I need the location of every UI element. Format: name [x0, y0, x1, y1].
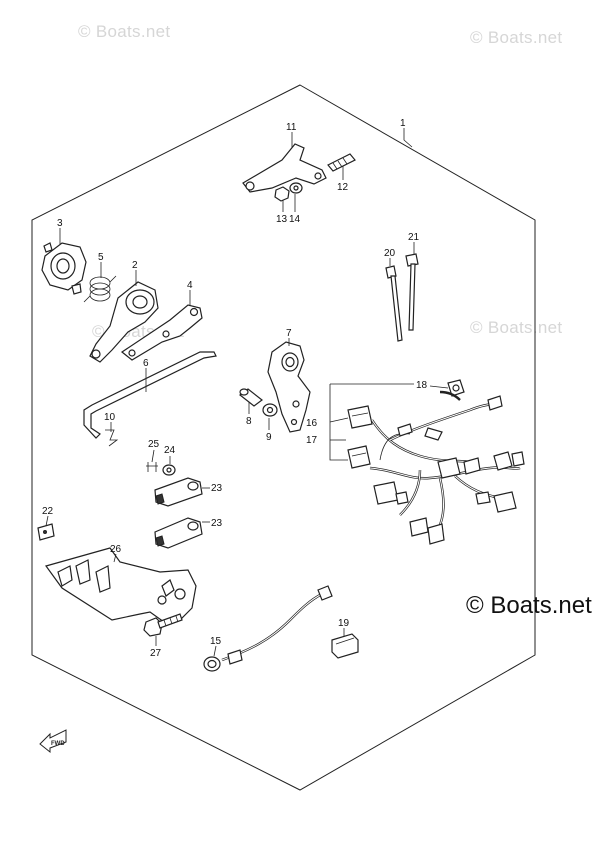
callout-8[interactable]: 8: [246, 416, 252, 427]
fwd-label: FWD: [51, 741, 65, 747]
callout-25[interactable]: 25: [148, 439, 160, 450]
part-link-plate-4[interactable]: [120, 304, 203, 361]
callout-labels: 1 2 3 4 5 6 7 8 9 10 11 12 13 14 15 16 1…: [42, 118, 428, 659]
callout-21[interactable]: 21: [408, 232, 420, 243]
part-shift-lever-7[interactable]: [267, 341, 311, 433]
part-joint-23-upper[interactable]: [154, 477, 203, 507]
part-connector-18[interactable]: [447, 379, 465, 397]
callout-17[interactable]: 17: [306, 435, 318, 446]
part-cable-15[interactable]: [203, 585, 333, 672]
part-bracket-plate-26[interactable]: [45, 547, 197, 623]
callout-16[interactable]: 16: [306, 418, 318, 429]
watermark-top-left: © Boats.net: [78, 22, 171, 41]
part-cap-19[interactable]: [331, 633, 359, 659]
part-nut-13[interactable]: [274, 186, 290, 202]
part-spring-5[interactable]: [83, 275, 117, 303]
callout-19[interactable]: 19: [338, 618, 350, 629]
callout-2[interactable]: 2: [132, 260, 138, 271]
part-joint-23-lower[interactable]: [154, 517, 203, 549]
callout-7[interactable]: 7: [286, 328, 292, 339]
watermark-top-right: © Boats.net: [470, 28, 563, 47]
callout-20[interactable]: 20: [384, 248, 396, 259]
part-washer-24[interactable]: [162, 464, 176, 476]
callout-4[interactable]: 4: [187, 280, 193, 291]
part-bolt-27[interactable]: [143, 613, 183, 637]
callout-23-lower[interactable]: 23: [211, 518, 223, 529]
part-rod-6[interactable]: [83, 351, 217, 439]
part-cable-tie-20[interactable]: [385, 265, 403, 342]
part-switch-16[interactable]: [347, 405, 373, 429]
callout-bracket-16-18: [329, 383, 449, 461]
part-cam-plate-3[interactable]: [41, 242, 87, 295]
part-throttle-arm-2[interactable]: [89, 281, 159, 363]
wire-harness[interactable]: [369, 390, 525, 545]
callout-11[interactable]: 11: [286, 122, 297, 133]
callout-5[interactable]: 5: [98, 252, 104, 263]
callout-26[interactable]: 26: [110, 544, 122, 555]
watermark-main: © Boats.net: [466, 592, 592, 619]
part-clip-22[interactable]: [37, 523, 55, 541]
callout-14[interactable]: 14: [289, 214, 301, 225]
part-connector-17[interactable]: [347, 445, 371, 469]
callout-10[interactable]: 10: [104, 412, 116, 423]
fwd-arrow-icon: FWD: [39, 729, 67, 754]
assembly-boundary: [31, 84, 536, 791]
part-cable-tie-21[interactable]: [405, 253, 419, 331]
part-clip-10[interactable]: [105, 429, 119, 447]
part-washer-14[interactable]: [289, 182, 303, 194]
callout-18[interactable]: 18: [416, 380, 428, 391]
callout-9[interactable]: 9: [266, 432, 272, 443]
callout-3[interactable]: 3: [57, 218, 63, 229]
leader-lines: [45, 128, 415, 657]
part-pin-8[interactable]: [239, 388, 263, 407]
part-bracket-11[interactable]: [242, 143, 327, 193]
callout-13[interactable]: 13: [276, 214, 288, 225]
callout-22[interactable]: 22: [42, 506, 54, 517]
watermark-mid-right: © Boats.net: [470, 318, 563, 337]
callout-12[interactable]: 12: [337, 182, 349, 193]
part-stud-12[interactable]: [327, 153, 356, 172]
part-clip-25[interactable]: [146, 462, 158, 472]
callout-27[interactable]: 27: [150, 648, 162, 659]
callout-1[interactable]: 1: [400, 118, 406, 129]
callout-24[interactable]: 24: [164, 445, 176, 456]
callout-6[interactable]: 6: [143, 358, 149, 369]
callout-23-upper[interactable]: 23: [211, 483, 223, 494]
callout-15[interactable]: 15: [210, 636, 222, 647]
part-washer-9[interactable]: [262, 403, 278, 417]
